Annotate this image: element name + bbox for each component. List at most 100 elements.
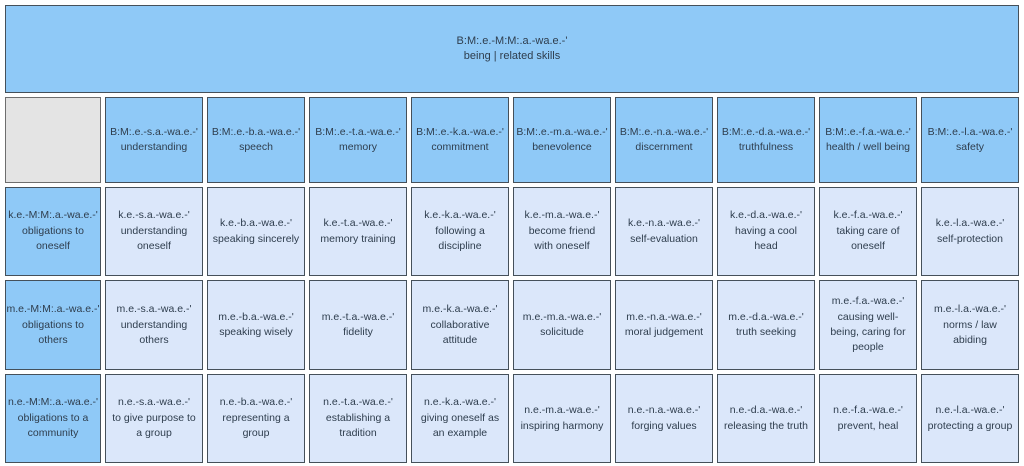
cell-code: m.e.-d.a.-wa.e.-' [728, 310, 804, 323]
cell-label: norms / law abiding [943, 318, 997, 346]
matrix-cell-0-3: k.e.-k.a.-wa.e.-' following a discipline [411, 187, 509, 276]
column-header-0: B:M:.e.-s.a.-wa.e.-' understanding [105, 97, 203, 183]
cell-code: k.e.-b.a.-wa.e.-' [219, 217, 293, 230]
cell-label: forging values [631, 419, 697, 432]
matrix-cell-2-2: n.e.-t.a.-wa.e.-' establishing a traditio… [309, 374, 407, 463]
column-header-6: B:M:.e.-d.a.-wa.e.-' truthfulness [717, 97, 815, 183]
cell-code: k.e.-M:M:.a.-wa.e.-' [8, 209, 98, 222]
matrix-cell-0-5: k.e.-n.a.-wa.e.-'self-evaluation [615, 187, 713, 276]
cell-code: B:M:.e.-s.a.-wa.e.-' [110, 125, 198, 138]
cell-label: discernment [635, 141, 693, 154]
cell-label: understanding others [120, 318, 188, 346]
matrix-cell-1-0: m.e.-s.a.-wa.e.-'understanding others [105, 280, 203, 370]
matrix-cell-0-2: k.e.-t.a.-wa.e.-'memory training [309, 187, 407, 276]
cell-label: moral judgement [624, 326, 704, 339]
matrix-cell-2-7: n.e.-f.a.-wa.e.-'prevent, heal [819, 374, 917, 463]
cell-code: m.e.-m.a.-wa.e.-' [522, 310, 602, 323]
cell-label: protecting a group [927, 419, 1013, 432]
cell-label: releasing the truth [723, 419, 809, 432]
cell-code: n.e.-n.a.-wa.e.-' [627, 404, 701, 417]
corner-empty-cell [5, 97, 101, 183]
cell-code: m.e.-b.a.-wa.e.-' [218, 310, 294, 323]
matrix-cell-0-1: k.e.-b.a.-wa.e.-'speaking sincerely [207, 187, 305, 276]
cell-code: n.e.-f.a.-wa.e.-' [833, 404, 903, 417]
cell-code: n.e.-d.a.-wa.e.-' [729, 404, 803, 417]
cell-label: benevolence [532, 141, 592, 154]
cell-code: n.e.-s.a.-wa.e.-' [117, 396, 191, 409]
matrix-cell-2-3: n.e.-k.a.-wa.e.-'giving oneself as an ex… [411, 374, 509, 463]
cell-label: fidelity [343, 326, 373, 339]
cell-label: following a discipline [435, 225, 485, 253]
cell-label: understanding [120, 141, 188, 154]
cell-code: n.e.-l.a.-wa.e.-' [935, 404, 1005, 417]
row-header-2: n.e.-M:M:.a.-wa.e.-' obligations to a com… [5, 374, 101, 463]
cell-label: representing a group [222, 412, 290, 440]
cell-code: B:M:.e.-d.a.-wa.e.-' [721, 125, 811, 138]
cell-label: memory [339, 141, 377, 154]
cell-code: k.e.-t.a.-wa.e.-' [323, 217, 393, 230]
matrix-cell-2-8: n.e.-l.a.-wa.e.-' protecting a group [921, 374, 1019, 463]
cell-code: B:M:.e.-n.a.-wa.e.-' [619, 125, 709, 138]
matrix-cell-0-6: k.e.-d.a.-wa.e.-' having a cool head [717, 187, 815, 276]
cell-code: m.e.-t.a.-wa.e.-' [321, 310, 395, 323]
column-header-8: B:M:.e.-l.a.-wa.e.-'safety [921, 97, 1019, 183]
banner-label: being | related skills [463, 50, 561, 63]
cell-code: B:M:.e.-f.a.-wa.e.-' [825, 125, 911, 138]
cell-code: n.e.-t.a.-wa.e.-' [323, 396, 393, 409]
cell-label: obligations to others [22, 318, 84, 346]
row-header-0: k.e.-M:M:.a.-wa.e.-' obligations to onese… [5, 187, 101, 276]
cell-label: speaking wisely [219, 326, 293, 339]
banner-code: B:M:.e.-M:M:.a.-wa.e.-' [456, 34, 568, 47]
cell-label: health / well being [825, 141, 911, 154]
cell-code: n.e.-k.a.-wa.e.-' [423, 396, 497, 409]
cell-code: k.e.-l.a.-wa.e.-' [935, 217, 1005, 230]
cell-label: causing well-being, caring for people [830, 311, 906, 354]
cell-label: obligations to a community [17, 412, 89, 440]
cell-label: taking care of oneself [836, 225, 900, 253]
matrix-cell-2-4: n.e.-m.a.-wa.e.-'inspiring harmony [513, 374, 611, 463]
cell-label: truth seeking [735, 326, 797, 339]
column-header-2: B:M:.e.-t.a.-wa.e.-' memory [309, 97, 407, 183]
matrix-cell-1-2: m.e.-t.a.-wa.e.-' fidelity [309, 280, 407, 370]
matrix-cell-2-6: n.e.-d.a.-wa.e.-' releasing the truth [717, 374, 815, 463]
cell-label: having a cool head [735, 225, 797, 253]
matrix-cell-1-8: m.e.-l.a.-wa.e.-' norms / law abiding [921, 280, 1019, 370]
cell-code: k.e.-k.a.-wa.e.-' [424, 209, 496, 222]
matrix-cell-1-4: m.e.-m.a.-wa.e.-' solicitude [513, 280, 611, 370]
cell-code: n.e.-b.a.-wa.e.-' [219, 396, 293, 409]
cell-label: establishing a tradition [325, 412, 391, 440]
cell-code: B:M:.e.-k.a.-wa.e.-' [416, 125, 504, 138]
matrix-cell-0-4: k.e.-m.a.-wa.e.-' become friend with ones… [513, 187, 611, 276]
matrix-cell-1-3: m.e.-k.a.-wa.e.-'collaborative attitude [411, 280, 509, 370]
cell-code: B:M:.e.-t.a.-wa.e.-' [315, 125, 401, 138]
column-header-7: B:M:.e.-f.a.-wa.e.-' health / well being [819, 97, 917, 183]
cell-code: n.e.-M:M:.a.-wa.e.-' [7, 396, 99, 409]
matrix-cell-1-7: m.e.-f.a.-wa.e.-'causing well-being, car… [819, 280, 917, 370]
cell-code: k.e.-m.a.-wa.e.-' [524, 209, 600, 222]
cell-label: speech [239, 141, 273, 154]
cell-code: m.e.-k.a.-wa.e.-' [422, 302, 498, 315]
cell-label: inspiring harmony [520, 419, 604, 432]
matrix-title-banner: B:M:.e.-M:M:.a.-wa.e.-' being | related … [5, 5, 1019, 93]
matrix-cell-1-5: m.e.-n.a.-wa.e.-' moral judgement [615, 280, 713, 370]
cell-label: to give purpose to a group [112, 412, 196, 440]
cell-code: m.e.-n.a.-wa.e.-' [626, 310, 702, 323]
matrix-cell-2-5: n.e.-n.a.-wa.e.-' forging values [615, 374, 713, 463]
cell-code: m.e.-l.a.-wa.e.-' [933, 302, 1007, 315]
matrix-cell-2-1: n.e.-b.a.-wa.e.-' representing a group [207, 374, 305, 463]
cell-code: k.e.-d.a.-wa.e.-' [729, 209, 803, 222]
cell-label: solicitude [540, 326, 584, 339]
cell-label: truthfulness [738, 141, 794, 154]
cell-label: self-protection [937, 232, 1003, 245]
column-header-1: B:M:.e.-b.a.-wa.e.-'speech [207, 97, 305, 183]
column-header-4: B:M:.e.-m.a.-wa.e.-' benevolence [513, 97, 611, 183]
cell-code: B:M:.e.-m.a.-wa.e.-' [516, 125, 608, 138]
cell-label: safety [955, 141, 984, 154]
matrix-cell-0-7: k.e.-f.a.-wa.e.-'taking care of oneself [819, 187, 917, 276]
cell-label: obligations to oneself [22, 225, 84, 253]
matrix-cell-2-0: n.e.-s.a.-wa.e.-' to give purpose to a gr… [105, 374, 203, 463]
cell-label: understanding oneself [120, 225, 188, 253]
cell-code: k.e.-s.a.-wa.e.-' [118, 209, 190, 222]
cell-label: become friend with oneself [528, 225, 596, 253]
